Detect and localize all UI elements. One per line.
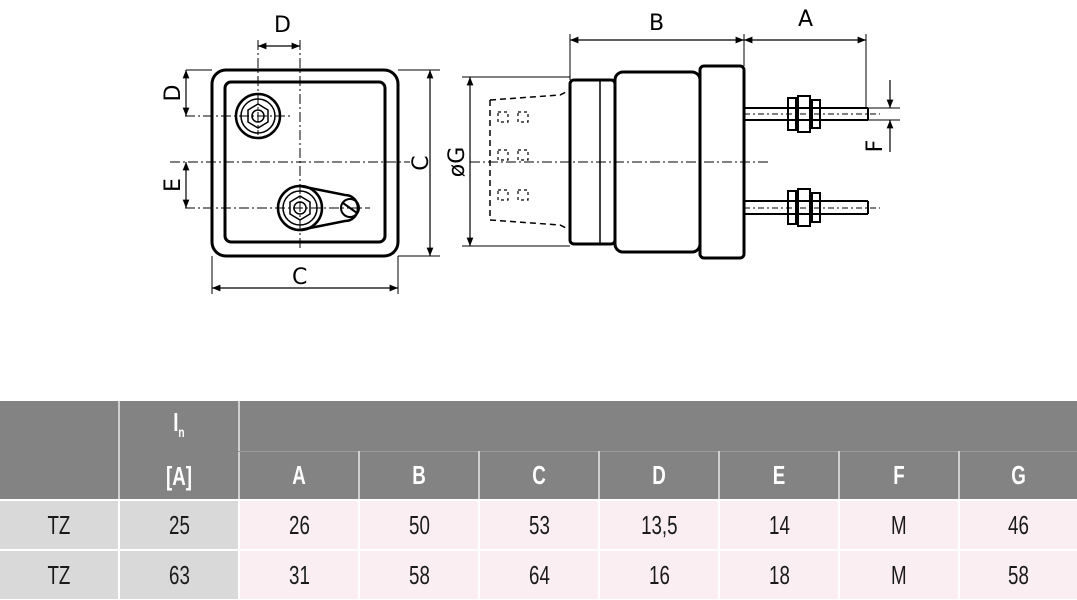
header-col-a: A — [292, 460, 306, 490]
dim-label-side-f: F — [863, 140, 888, 153]
cell-e: 18 — [720, 551, 838, 599]
cell-c: 64 — [480, 551, 598, 599]
table-row: TZ 63 31 58 64 16 18 M 58 — [0, 551, 1077, 599]
spec-table: In [A] A B C D E F G TZ 25 26 50 53 13,5… — [0, 401, 1077, 600]
cell-a: 31 — [240, 551, 358, 599]
cell-g: 46 — [960, 501, 1077, 549]
cell-a: 26 — [240, 501, 358, 549]
dim-label-side-a: A — [798, 7, 813, 32]
cell-in: 25 — [120, 501, 238, 549]
cell-d: 13,5 — [600, 501, 718, 549]
dim-label-front-right-c: C — [409, 155, 434, 170]
header-in-unit: [A] — [166, 461, 192, 491]
cell-type: TZ — [0, 551, 118, 599]
dim-label-side-b: B — [649, 11, 664, 36]
cell-in: 63 — [120, 551, 238, 599]
cell-c: 53 — [480, 501, 598, 549]
dim-label-front-top-d: D — [274, 13, 291, 38]
dim-label-front-left-d: D — [161, 85, 186, 102]
front-view — [170, 40, 440, 294]
header-col-g: G — [1011, 460, 1026, 490]
cell-f: M — [840, 501, 958, 549]
dim-label-side-g: øG — [445, 147, 470, 178]
header-col-b: B — [412, 460, 426, 490]
cell-b: 50 — [360, 501, 478, 549]
cell-g: 58 — [960, 551, 1077, 599]
side-view — [462, 34, 900, 260]
header-col-c: C — [532, 460, 546, 490]
cell-f: M — [840, 551, 958, 599]
cell-e: 14 — [720, 501, 838, 549]
header-in-symbol: In — [173, 407, 185, 441]
table-header — [0, 401, 1077, 499]
dimension-drawing: D D E C C øG B A F — [161, 7, 900, 294]
cell-d: 16 — [600, 551, 718, 599]
header-col-f: F — [893, 460, 905, 490]
cell-type: TZ — [0, 501, 118, 549]
header-col-d: D — [652, 460, 666, 490]
cell-b: 58 — [360, 551, 478, 599]
header-col-e: E — [772, 460, 786, 490]
table-row: TZ 25 26 50 53 13,5 14 M 46 — [0, 501, 1077, 549]
dim-label-front-bottom-c: C — [292, 265, 307, 290]
dim-label-front-left-e: E — [161, 178, 186, 192]
